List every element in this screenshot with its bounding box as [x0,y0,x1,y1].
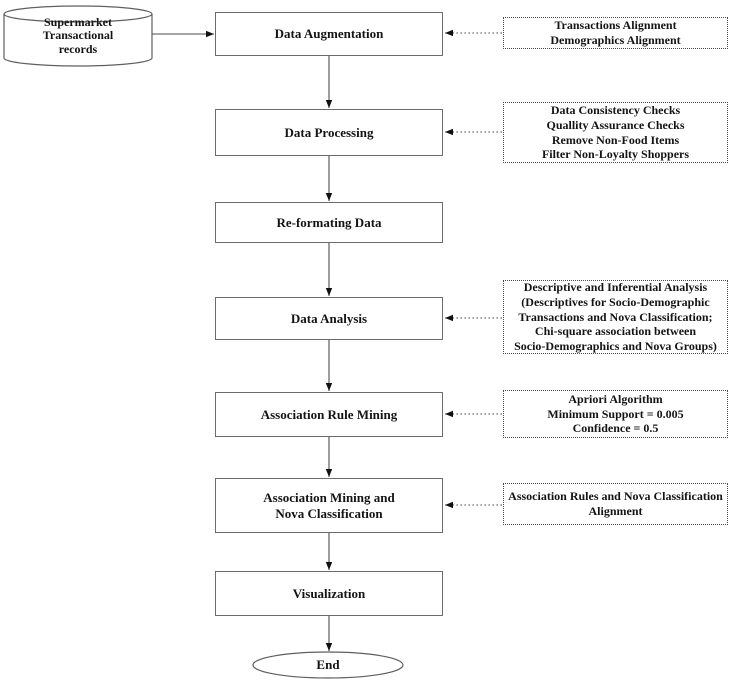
step-label: Association Rule Mining [260,406,398,422]
step-box-reformating-data: Re-formating Data [215,202,443,243]
annotation-text: Association Rules and Nova Classificatio… [508,489,723,518]
end-ellipse-shape [252,651,404,679]
annotation-box-association-mining-nova: Association Rules and Nova Classificatio… [503,483,728,525]
database-cylinder-shape [3,5,153,67]
step-label: Re-formating Data [276,214,382,230]
annotation-text: Descriptive and Inferential Analysis(Des… [514,280,717,354]
step-label: Data Augmentation [274,26,384,41]
step-box-association-rule-mining: Association Rule Mining [215,392,443,437]
step-box-data-processing: Data Processing [215,109,443,156]
step-label: Data Analysis [290,310,368,326]
step-label: Visualization [292,585,366,601]
annotation-box-data-analysis: Descriptive and Inferential Analysis(Des… [503,280,728,354]
step-label: Data Processing [284,124,374,140]
end-label: End [316,657,340,672]
step-box-data-augmentation: Data Augmentation [215,12,443,56]
step-box-visualization: Visualization [215,571,443,616]
step-box-data-analysis: Data Analysis [215,297,443,340]
